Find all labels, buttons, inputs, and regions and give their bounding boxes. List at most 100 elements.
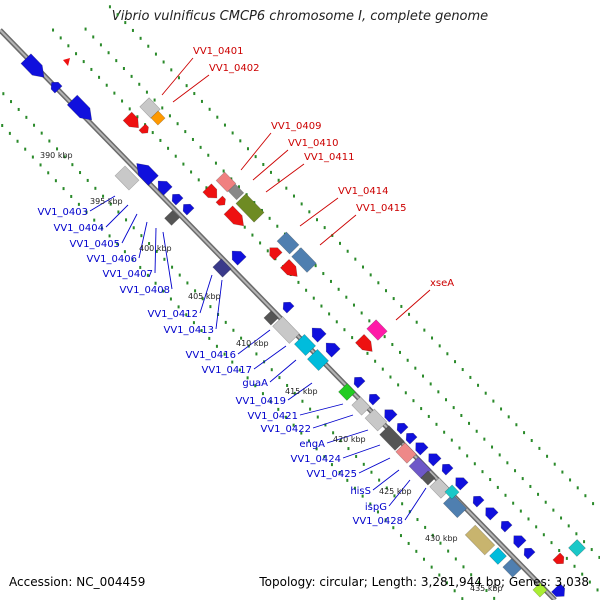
guide-dot — [362, 462, 365, 466]
gene-reverse — [212, 258, 232, 278]
guide-dot — [170, 68, 173, 72]
guide-dot — [420, 407, 423, 411]
guide-dot — [48, 139, 51, 143]
gene-label-forward: VV1_0409 — [271, 121, 322, 132]
guide-dot — [8, 131, 11, 135]
guide-dot — [293, 391, 296, 395]
guide-dot — [481, 470, 484, 474]
guide-dot — [429, 382, 432, 386]
guide-dot — [431, 533, 434, 537]
guide-dot — [345, 295, 348, 299]
guide-dot — [266, 249, 269, 253]
guide-dot — [529, 484, 532, 488]
label-leader — [121, 213, 138, 244]
guide-dot — [468, 421, 471, 425]
guide-dot — [177, 305, 180, 309]
gene-label-forward: VV1_0402 — [209, 63, 260, 74]
guide-dot — [131, 28, 134, 32]
gene-forward — [568, 539, 586, 557]
gene-reverse — [405, 432, 418, 445]
guide-dot — [384, 518, 387, 522]
gene-forward — [63, 58, 70, 66]
guide-dot — [338, 470, 341, 474]
map-title: Vibrio vulnificus CMCP6 chromosome I, co… — [111, 9, 489, 24]
guide-dot — [500, 407, 503, 411]
gene-label-reverse: VV1_0403 — [38, 207, 89, 218]
guide-dot — [215, 344, 218, 348]
gene-label-reverse: VV1_0417 — [202, 365, 253, 376]
guide-dot — [391, 343, 394, 347]
gene-forward — [215, 171, 237, 193]
guide-dot — [443, 430, 446, 434]
guide-dot — [262, 163, 265, 167]
guide-dot — [300, 202, 303, 206]
gene-reverse — [429, 477, 451, 499]
guide-dot — [237, 185, 240, 189]
guide-dot — [108, 5, 111, 9]
guide-dot — [191, 137, 194, 141]
gene-reverse — [20, 53, 45, 78]
guide-dot — [62, 187, 65, 191]
gene-label-reverse: VV1_0428 — [353, 516, 404, 527]
guide-dot — [450, 438, 453, 442]
guide-dot — [353, 486, 356, 490]
guide-dot — [201, 297, 204, 301]
gene-forward — [215, 195, 226, 206]
kbp-tick-label: 415 kbp — [285, 387, 318, 396]
guide-dot — [575, 532, 578, 536]
guide-dot — [412, 399, 415, 403]
guide-dot — [208, 336, 211, 340]
gene-reverse — [532, 582, 548, 598]
gene-reverse — [164, 210, 180, 226]
gene-reverse — [272, 316, 300, 344]
guide-dot — [475, 429, 478, 433]
gene-reverse — [351, 396, 371, 416]
guide-dot — [200, 329, 203, 333]
kbp-tick-label: 405 kbp — [188, 292, 221, 301]
guide-dot — [385, 486, 388, 490]
gene-label-reverse: VV1_0421 — [248, 411, 299, 422]
guide-dot — [346, 249, 349, 253]
guide-dot — [155, 249, 158, 253]
guide-dot — [100, 226, 103, 230]
guide-dot — [105, 83, 108, 87]
guide-dot — [223, 352, 226, 356]
guide-dot — [231, 360, 234, 364]
guide-dot — [47, 171, 50, 175]
gene-label-reverse: ispG — [365, 502, 387, 513]
accession-text: Accession: NC_004459 — [9, 575, 146, 589]
guide-dot — [537, 492, 540, 496]
guide-dot — [329, 279, 332, 283]
gene-label-forward: xseA — [430, 278, 454, 289]
guide-dot — [33, 123, 36, 127]
guide-dot — [445, 581, 448, 585]
guide-dot — [383, 335, 386, 339]
gene-reverse — [523, 547, 536, 560]
guide-dot — [592, 502, 595, 506]
guide-dot — [392, 297, 395, 301]
guide-dot — [389, 375, 392, 379]
label-leader — [372, 469, 400, 491]
guide-dot — [139, 265, 142, 269]
guide-dot — [573, 564, 576, 568]
guide-dot — [25, 115, 28, 119]
guide-dot — [52, 28, 55, 32]
guide-dot — [438, 344, 441, 348]
guide-dot — [308, 210, 311, 214]
guide-dot — [514, 469, 517, 473]
guide-dot — [277, 178, 280, 182]
gene-reverse — [441, 463, 454, 476]
label-leader — [105, 204, 129, 228]
guide-dot — [174, 154, 177, 158]
gene-reverse — [472, 495, 485, 508]
gene-forward — [223, 205, 245, 227]
guide-dot — [320, 304, 323, 308]
label-leader — [342, 444, 381, 459]
guide-dot — [59, 36, 62, 40]
guide-dot — [484, 391, 487, 395]
guide-dot — [376, 510, 379, 514]
kbp-tick-label: 400 kbp — [139, 244, 172, 253]
guide-dot — [40, 131, 43, 135]
guide-dot — [154, 52, 157, 56]
label-leader — [240, 132, 272, 171]
